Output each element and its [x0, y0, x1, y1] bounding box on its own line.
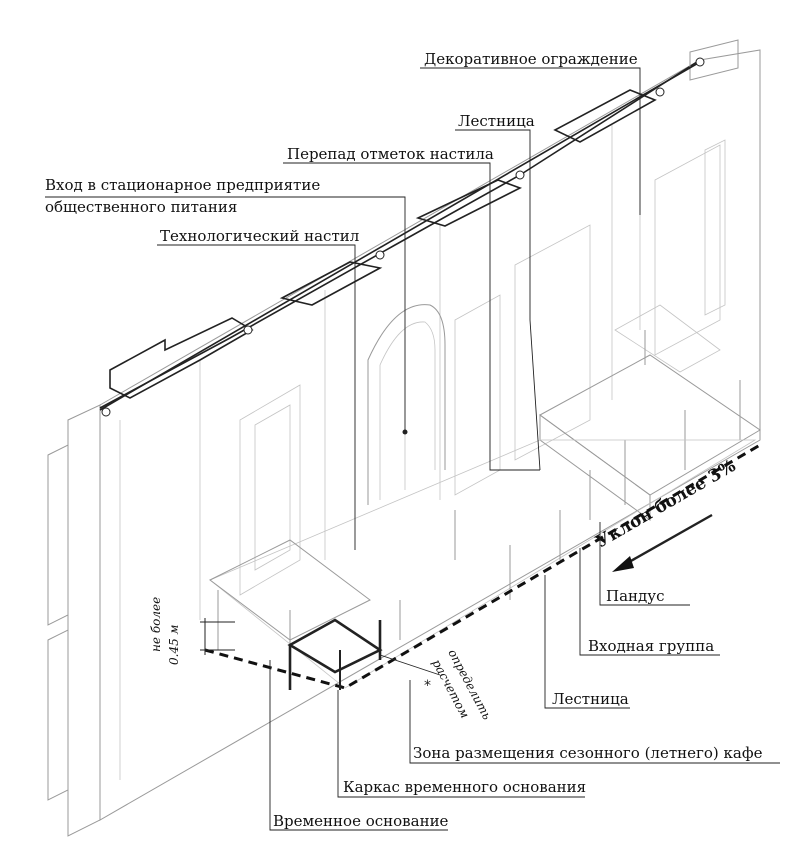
leader-cafe-zone [409, 680, 780, 764]
leader-lines: * [45, 67, 780, 831]
building-facade [47, 39, 761, 837]
fence-segment [553, 89, 657, 143]
leader-temp-base [269, 660, 448, 831]
top-right-block [689, 39, 739, 81]
label-cafe-zone: Зона размещения сезонного (летнего) кафе [413, 744, 763, 762]
fence-joint [101, 407, 111, 417]
leader-ramp [599, 522, 690, 606]
height-label-2: 0.45 м [167, 624, 181, 665]
slope-arrow-line [621, 513, 713, 568]
star-mark: * [424, 678, 431, 694]
label-entrance-group: Входная группа [588, 637, 714, 655]
left-end-cap-lower [47, 629, 69, 801]
label-entrance-line2: общественного питания [45, 198, 237, 216]
left-end-pilaster [67, 404, 101, 837]
leader-decorative-fence [420, 67, 641, 215]
technological-deck [204, 439, 761, 690]
window-panel [514, 224, 591, 461]
fence-segment [415, 179, 523, 227]
leader-deck-level [283, 162, 540, 471]
label-tech-deck: Технологический настил [160, 227, 359, 245]
fence-joint [375, 250, 385, 260]
slope-label: Уклон более 3% [593, 456, 740, 552]
label-temp-base: Временное основание [273, 812, 449, 830]
fence-joint [243, 325, 253, 335]
arched-entrance-inner [379, 321, 436, 500]
temp-base-outline [204, 443, 761, 690]
height-dimension: не более 0.45 м [149, 597, 235, 665]
fence-joint [515, 170, 525, 180]
window-panel [654, 144, 721, 356]
window-panel [254, 404, 291, 571]
label-ramp: Пандус [606, 587, 664, 605]
window-panel [239, 384, 301, 596]
leader-tech-deck [157, 244, 356, 550]
frame-box [287, 618, 383, 674]
leader-dot [402, 429, 408, 435]
leader-frame [337, 690, 585, 798]
leader-entrance [45, 196, 406, 430]
label-decorative-fence: Декоративное ограждение [424, 50, 638, 68]
label-entrance-line1: Вход в стационарное предприятие [45, 176, 320, 194]
label-stair-bottom: Лестница [552, 690, 629, 708]
leader-stair-bottom [544, 575, 630, 709]
window-panel [454, 294, 501, 496]
entrance-group-platform [539, 304, 761, 521]
arched-entrance [367, 304, 446, 505]
label-frame: Каркас временного основания [343, 778, 586, 796]
window-panel [704, 139, 726, 316]
deck-corner-block [209, 539, 371, 641]
fence-segment [279, 261, 383, 306]
left-end-cap-upper [47, 444, 69, 626]
cornice-line [99, 59, 701, 409]
height-label-1: не более [149, 597, 163, 652]
platform-railing [614, 304, 721, 373]
fence-rail [99, 61, 701, 411]
label-deck-level-change: Перепад отметок настила [287, 145, 494, 163]
leader-stair-top [455, 129, 541, 471]
fence-joint [695, 57, 705, 67]
label-stair-top: Лестница [458, 112, 535, 130]
slope-arrowhead [612, 556, 634, 572]
labels: Декоративное ограждение Лестница Перепад… [45, 50, 763, 830]
slope-indicator: Уклон более 3% [593, 456, 740, 572]
leader-entrance-group [579, 548, 720, 656]
decorative-fence [99, 57, 705, 417]
fence-joint [655, 87, 665, 97]
platform-side [539, 414, 651, 521]
facade-wall [99, 49, 761, 821]
leader-dim-note [379, 654, 441, 676]
